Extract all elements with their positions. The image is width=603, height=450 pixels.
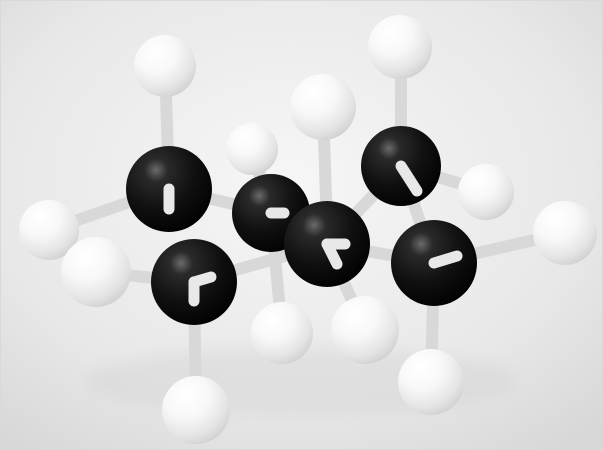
bond-highlight <box>321 238 343 270</box>
hydrogen-atom <box>331 296 399 364</box>
hydrogen-atom <box>533 201 597 265</box>
hydrogen-atom <box>398 349 464 415</box>
hydrogens-back-layer <box>19 15 597 444</box>
bond-highlight <box>395 160 423 197</box>
front-bond-caps <box>163 160 463 307</box>
hydrogen-atom <box>290 74 356 140</box>
hydrogen-atom <box>134 35 196 97</box>
hydrogen-atom <box>368 15 432 79</box>
hydrogen-atom <box>251 302 313 364</box>
hydrogen-atom <box>19 200 79 260</box>
bond-highlight <box>428 250 463 269</box>
hydrogen-atom <box>61 237 131 307</box>
hydrogen-atom <box>226 123 278 175</box>
hydrogen-atom <box>162 376 230 444</box>
bond-highlight <box>188 271 217 288</box>
hydrogen-atom <box>458 164 514 220</box>
